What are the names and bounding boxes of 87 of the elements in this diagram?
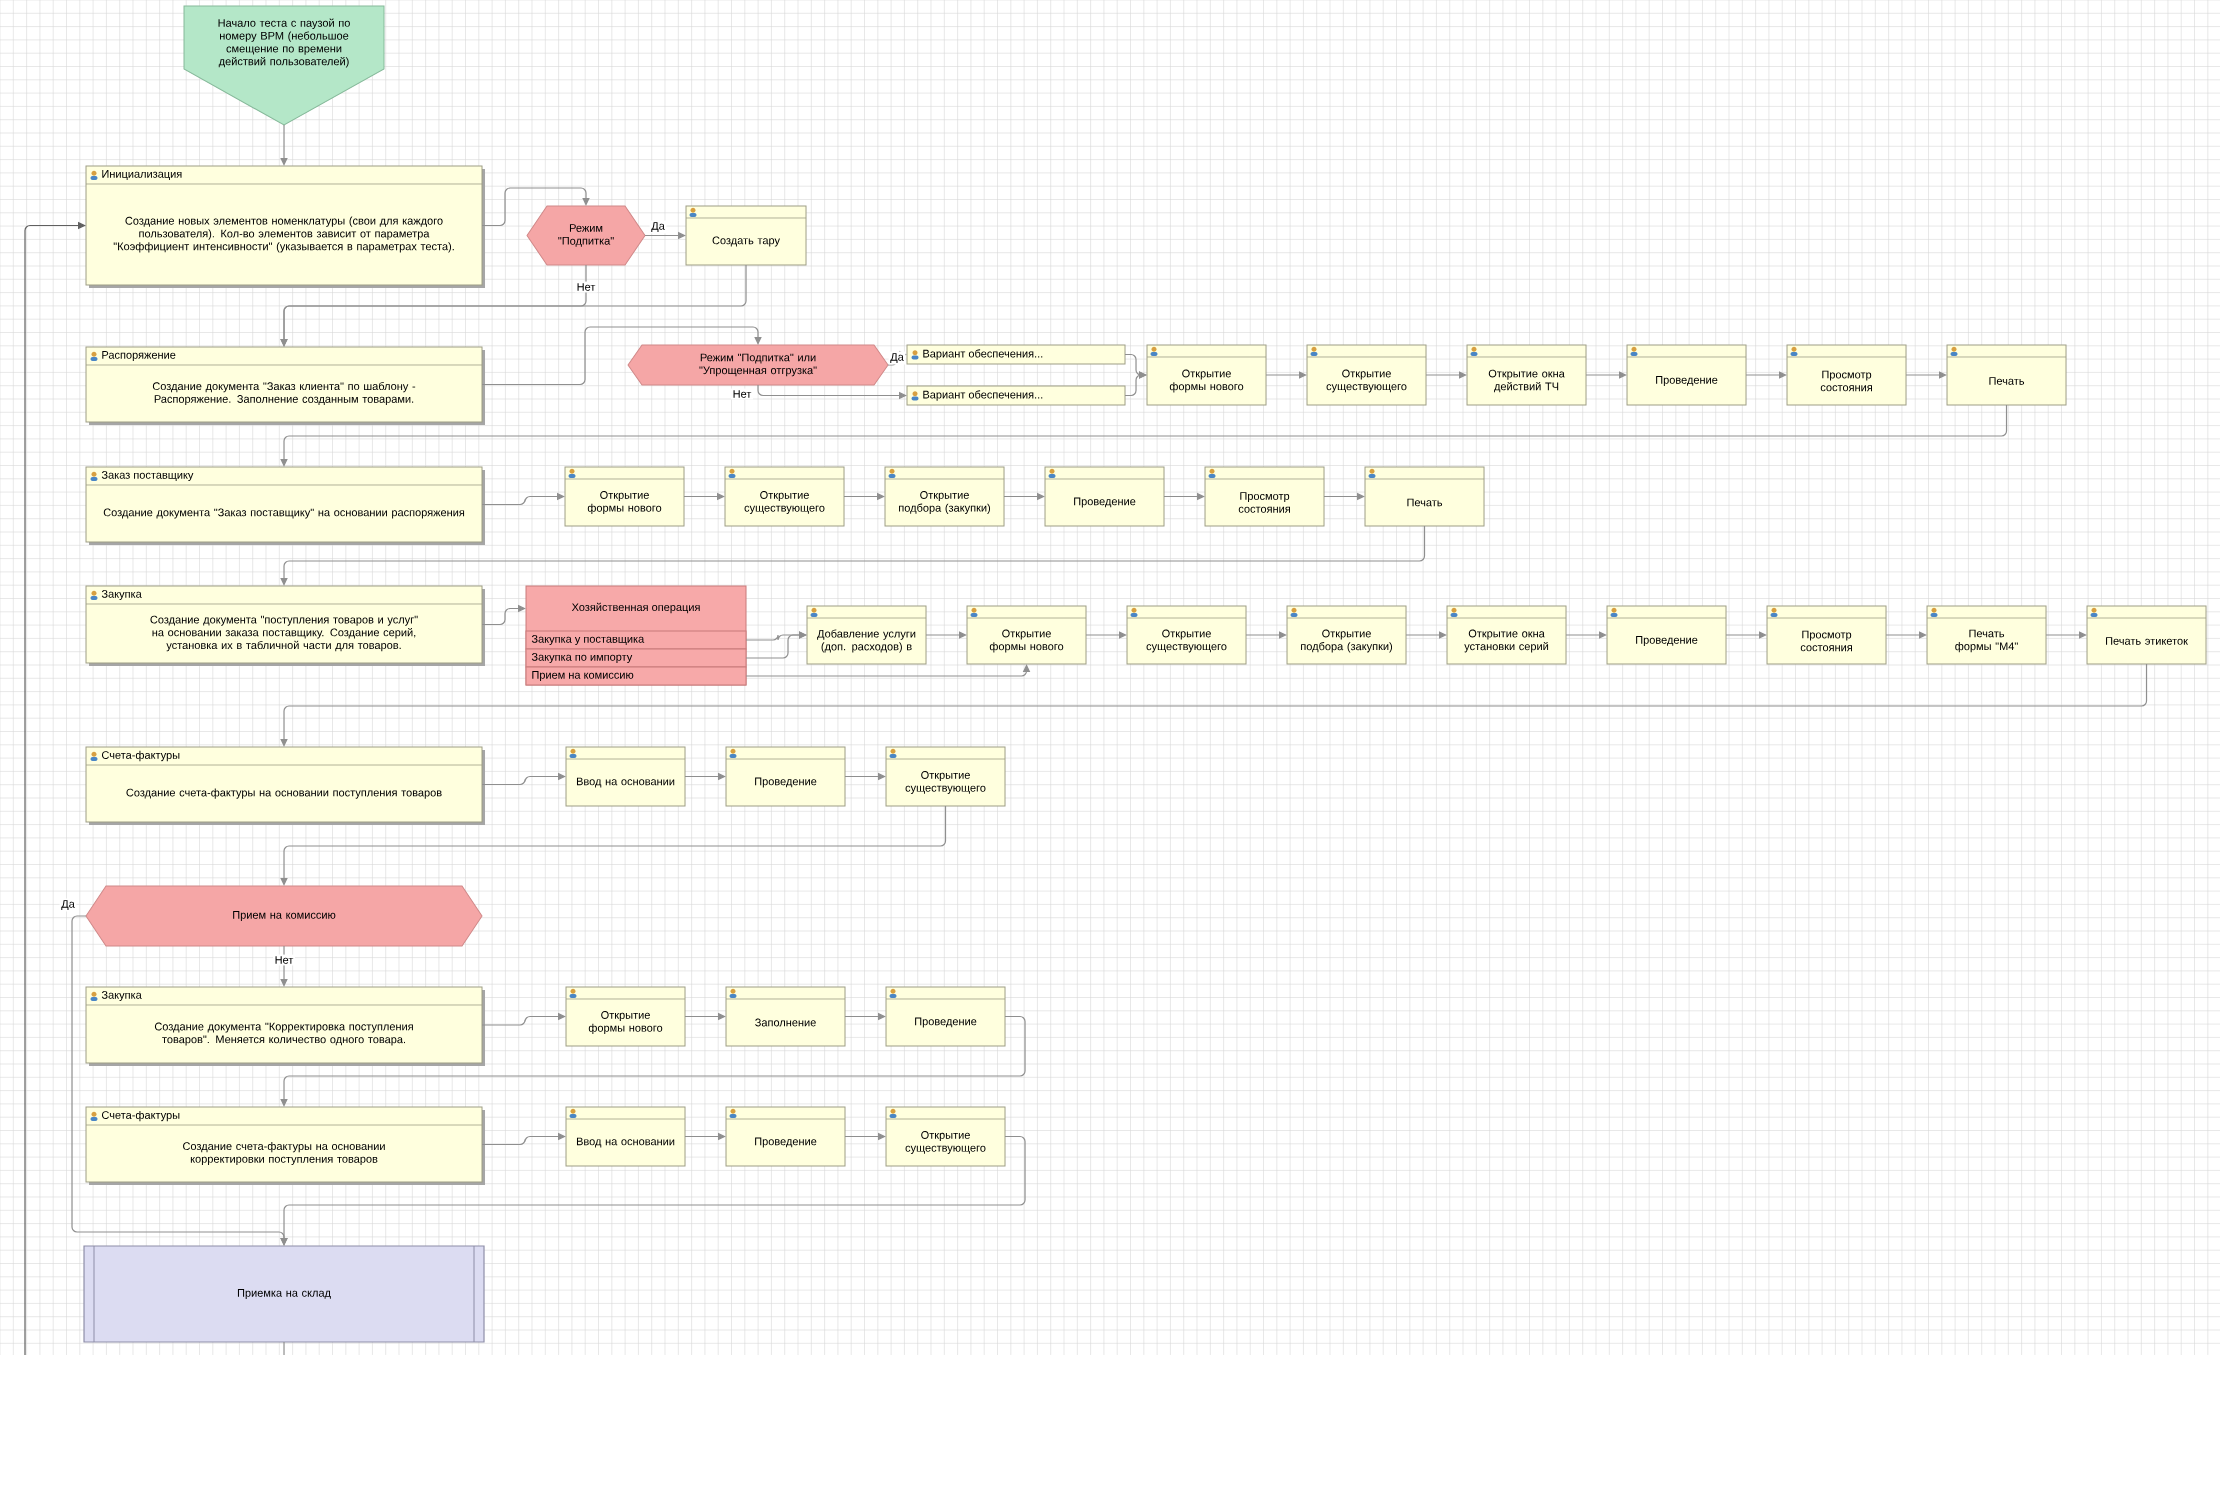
step-box: Печать <box>1946 344 2067 406</box>
arrow <box>280 264 747 347</box>
step-box: Печать формы "М4" <box>1926 605 2047 665</box>
step-box: Проведение <box>725 1106 846 1167</box>
arrow <box>1565 631 1607 639</box>
box-title: Счета-фактуры <box>102 750 180 762</box>
process-box: Создание счета-фактуры на основании корректировки поступления товаров Счета-фактуры <box>85 1106 485 1185</box>
step-box: Вариант обеспечения... <box>906 344 1126 365</box>
arrow <box>481 187 590 227</box>
step-box: Открытие формы нового <box>564 466 685 527</box>
arrow <box>745 631 807 659</box>
edge-label: Да <box>649 220 667 234</box>
decision-hexagon: Прием на комиссию <box>85 885 483 947</box>
subprocess-box: Приемка на склад <box>83 1245 485 1343</box>
arrow <box>481 492 565 506</box>
step-box: Открытие существующего <box>1126 605 1247 665</box>
box-title: Закупка <box>101 991 142 1001</box>
arrow <box>1425 371 1467 379</box>
decision-hexagon: Режим "Подпитка" <box>526 205 646 266</box>
arrow <box>1745 371 1787 379</box>
step-box: Просмотр состояния <box>1766 605 1887 665</box>
step-box: Открытие окна действий ТЧ <box>1466 344 1587 406</box>
arrow <box>280 1135 1026 1246</box>
step-box: Добавление услуги (доп. расходов) в <box>806 605 927 665</box>
arrow <box>481 772 566 786</box>
step-box: Просмотр состояния <box>1204 466 1325 527</box>
arrow <box>925 631 967 639</box>
edge-label: Да <box>59 898 77 912</box>
step-box: Просмотр состояния <box>1786 344 1907 406</box>
step-box: Открытие формы нового <box>1146 344 1267 406</box>
arrow <box>1085 631 1127 639</box>
decision-hexagon: Режим "Подпитка" или "Упрощенная отгрузка" <box>627 344 889 386</box>
step-box: Вариант обеспечения... <box>906 385 1126 406</box>
arrow <box>1905 371 1947 379</box>
step-box: Открытие подбора (закупки) <box>884 466 1005 527</box>
arrow <box>1885 631 1927 639</box>
step-box: Проведение <box>725 746 846 807</box>
arrow <box>24 221 86 1356</box>
arrow <box>280 663 2148 747</box>
box-title: Распоряжение <box>102 351 176 361</box>
step-box: Открытие существующего <box>1306 344 1427 406</box>
step-box: Проведение <box>885 986 1006 1047</box>
step-box: Ввод на основании <box>565 746 686 807</box>
box-title: Инициализация <box>102 170 182 180</box>
step-box: Проведение <box>1626 344 1747 406</box>
edge-label: Да <box>888 351 906 365</box>
step-box: Печать <box>1364 466 1485 527</box>
box-title: Закупка <box>101 590 142 600</box>
process-box: Создание документа "Корректировка поступления товаров". Меняется количество одного товара. Закупка <box>85 986 485 1066</box>
step-box: Проведение <box>1606 605 1727 665</box>
arrow <box>481 326 762 386</box>
arrow <box>280 945 288 987</box>
step-box: Заполнение <box>725 986 846 1047</box>
arrow <box>1124 371 1147 397</box>
step-box: Открытие окна установки серий <box>1446 605 1567 665</box>
step-box: Открытие подбора (закупки) <box>1286 605 1407 665</box>
process-box: Создание документа "поступления товаров и услуг" на основании заказа поставщику. Создание серий, установка их в табличной части для товаров. Закупка <box>85 585 485 666</box>
step-box: Печать этикеток <box>2086 605 2207 665</box>
arrow <box>280 124 288 166</box>
start-pentagon: Начало теста с паузой по номеру ВРМ (небольшое смещение по времени действий пользователей) <box>183 5 385 126</box>
arrow <box>2045 631 2087 639</box>
arrow <box>1265 371 1307 379</box>
arrow <box>1585 371 1627 379</box>
edge-label: Нет <box>575 281 597 293</box>
box-title: Заказ поставщику <box>101 471 194 481</box>
arrow <box>481 1012 566 1026</box>
edge-label: Нет <box>273 954 295 966</box>
step-box: Создать тару <box>685 205 807 266</box>
arrow <box>1405 631 1447 639</box>
edge-label: Нет <box>731 388 753 400</box>
arrow <box>280 404 2008 467</box>
arrow <box>280 1015 1026 1107</box>
step-box: Ввод на основании <box>565 1106 686 1167</box>
box-title: Счета-фактуры <box>102 1110 180 1122</box>
step-box: Открытие формы нового <box>565 986 686 1047</box>
step-box: Открытие существующего <box>724 466 845 527</box>
step-box: Открытие формы нового <box>966 605 1087 665</box>
arrow <box>1725 631 1767 639</box>
arrow <box>280 805 947 886</box>
step-box: Открытие существующего <box>885 1106 1006 1167</box>
arrow <box>481 1132 566 1146</box>
connector-line <box>283 1341 285 1356</box>
arrow <box>1245 631 1287 639</box>
step-box: Открытие существующего <box>885 746 1006 807</box>
arrow <box>481 604 526 626</box>
arrow <box>280 525 1426 586</box>
step-box: Проведение <box>1044 466 1165 527</box>
